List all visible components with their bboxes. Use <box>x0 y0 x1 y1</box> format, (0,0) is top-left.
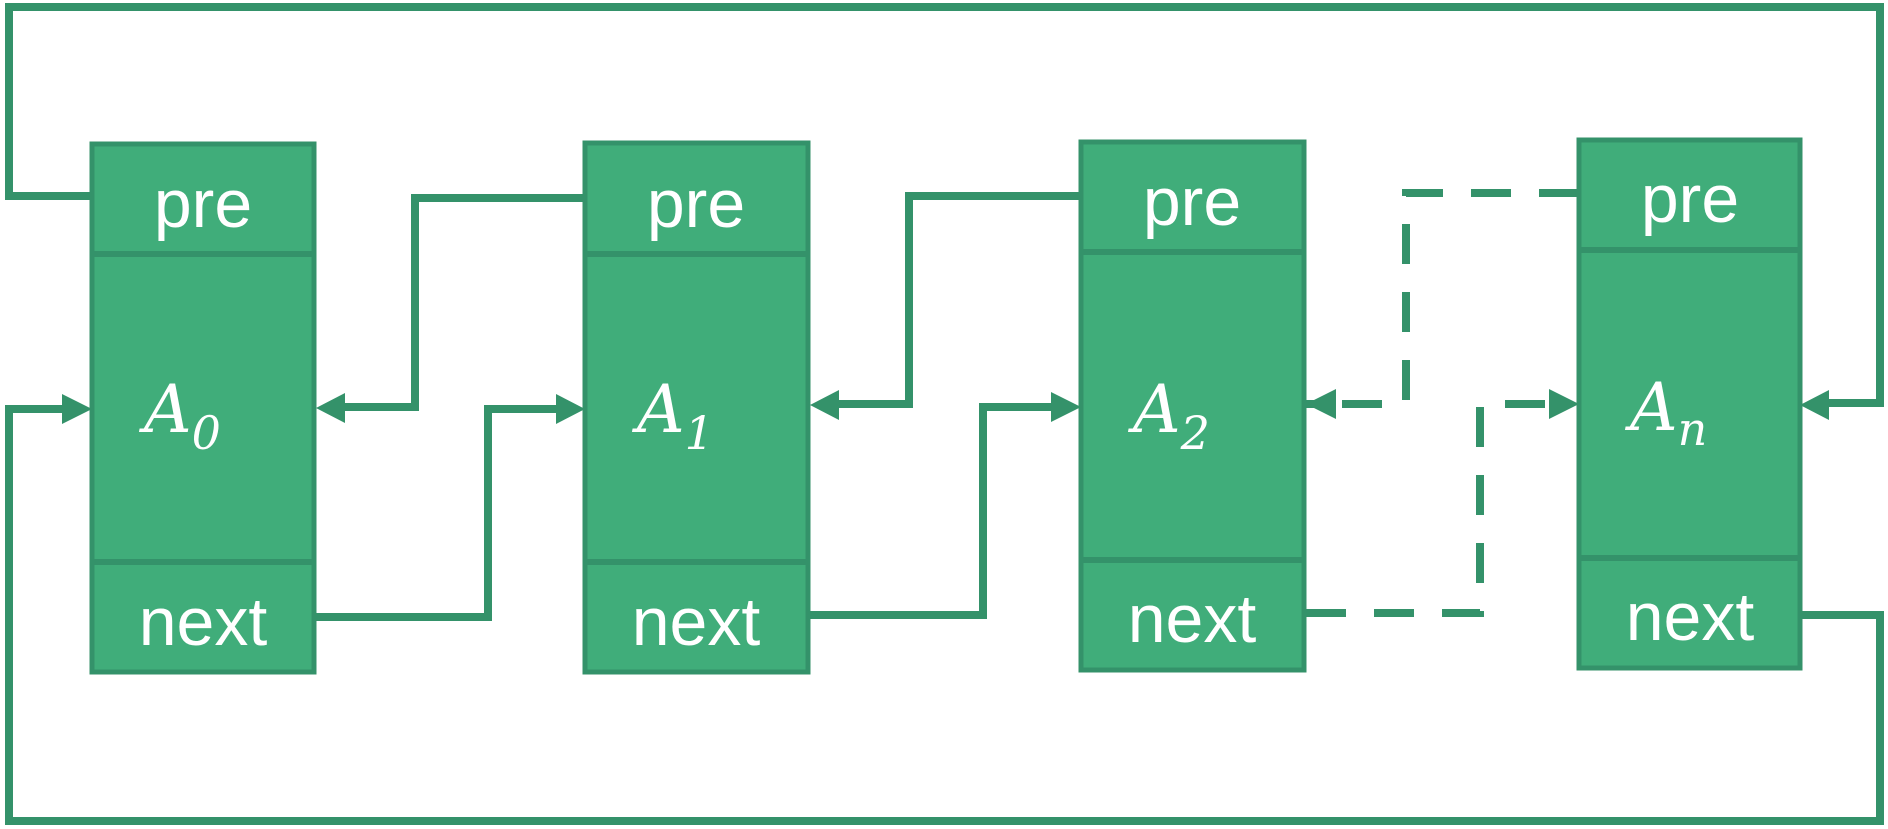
link-a1-next-to-a2 <box>808 403 1054 619</box>
node-a1: pre A1 next <box>582 140 811 675</box>
link-a2-next-to-an <box>1306 400 1552 617</box>
arrowhead-into-a0 <box>62 394 92 424</box>
arrowhead-into-a1 <box>556 394 585 424</box>
node-a0-next-label: next <box>139 584 268 660</box>
node-a0-name: A0 <box>138 371 221 460</box>
link-an-pre-to-a2 <box>1306 189 1579 408</box>
link-a1-pre-to-a0 <box>342 194 585 411</box>
link-an-next-to-a0 <box>5 405 1884 825</box>
node-a2-next-label: next <box>1128 581 1257 657</box>
link-a0-next-to-a1 <box>314 405 558 621</box>
arrowhead-into-an <box>1549 389 1579 419</box>
node-a2-pre-label: pre <box>1143 164 1241 240</box>
arrowhead-into-an-right <box>1800 390 1829 420</box>
arrowhead-into-a2-right <box>1306 389 1336 419</box>
node-a2: pre A2 next <box>1078 139 1307 673</box>
node-an-name: An <box>1624 369 1707 456</box>
node-a1-name: A1 <box>631 371 714 460</box>
node-an-next-label: next <box>1626 579 1755 655</box>
node-a0-pre-label: pre <box>154 166 252 242</box>
node-a1-next-label: next <box>632 584 761 660</box>
arrowhead-into-a1-right <box>810 390 839 420</box>
node-an-pre-label: pre <box>1641 161 1739 237</box>
link-a0-pre-to-an <box>5 3 1884 407</box>
node-a0: pre A0 next <box>89 141 317 675</box>
node-a2-name: A2 <box>1127 371 1210 460</box>
node-a1-pre-label: pre <box>647 166 745 242</box>
arrowhead-into-a2 <box>1051 392 1081 422</box>
arrowhead-into-a0-right <box>316 393 345 423</box>
link-a2-pre-to-a1 <box>836 192 1081 408</box>
node-an: pre An next <box>1576 137 1803 671</box>
